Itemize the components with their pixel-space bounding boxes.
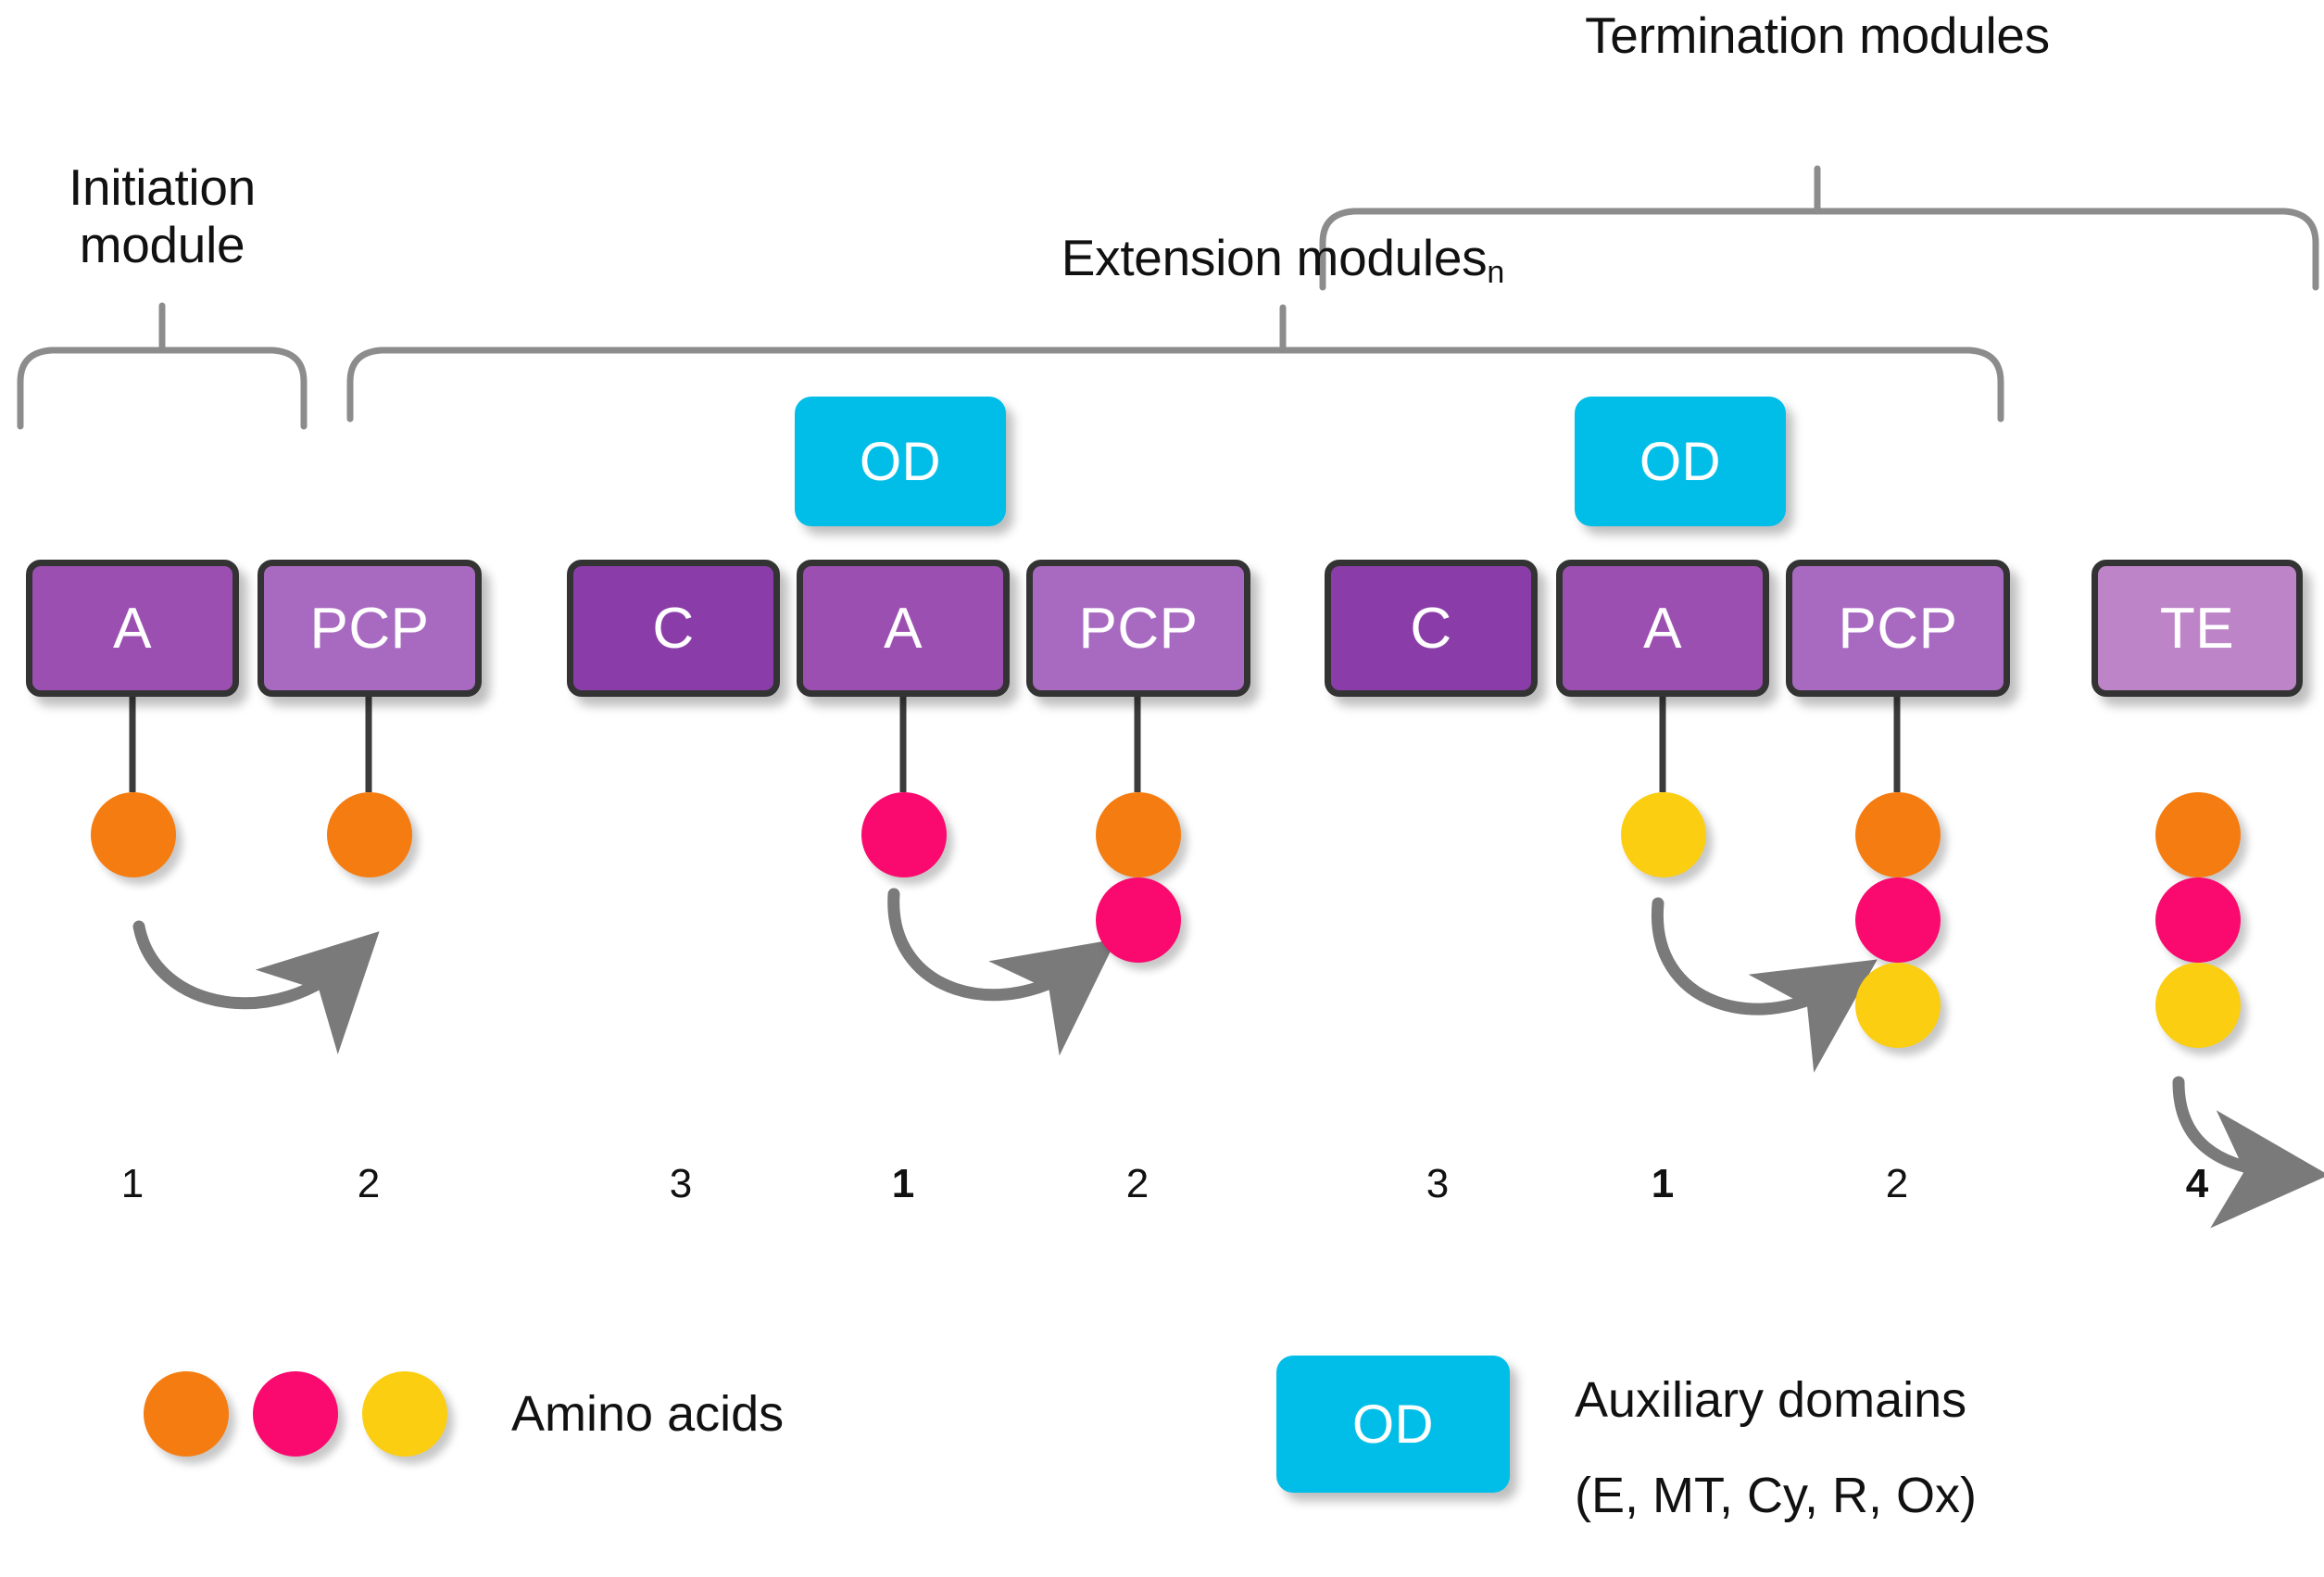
amino-acid-circle (1621, 792, 1706, 877)
domain-box-od-2[interactable]: OD (1575, 397, 1786, 526)
position-number: 3 (1426, 1161, 1450, 1206)
amino-acid-circle (1096, 792, 1181, 877)
domain-box-a-2[interactable]: A (797, 560, 1010, 697)
position-number: 1 (1651, 1161, 1675, 1206)
legend-label-auxiliary-line1: Auxiliary domains (1575, 1372, 1967, 1428)
transfer-arrow-3 (1651, 897, 1878, 1073)
transfer-arrow-1 (132, 920, 380, 1054)
domain-box-te[interactable]: TE (2092, 560, 2303, 697)
domain-box-od-1[interactable]: OD (795, 397, 1006, 526)
domain-box-a-3[interactable]: A (1556, 560, 1769, 697)
legend-label-auxiliary-line2: (E, MT, Cy, R, Ox) (1575, 1468, 1977, 1523)
amino-acid-circle (1855, 963, 1941, 1048)
domain-box-pcp-1[interactable]: PCP (258, 560, 482, 697)
bracket-label-termination: Termination modules (1585, 6, 2050, 64)
bracket-label-initiation: Initiation module (69, 158, 256, 273)
position-number: 2 (1885, 1161, 1909, 1206)
domain-box-c-2[interactable]: C (567, 560, 780, 697)
legend-swatch-yellow (362, 1371, 447, 1457)
position-number: 2 (357, 1161, 381, 1206)
amino-acid-circle (2155, 963, 2241, 1048)
transfer-arrow-2 (887, 888, 1117, 1056)
domain-box-a-1[interactable]: A (26, 560, 239, 697)
domain-box-pcp-3[interactable]: PCP (1786, 560, 2010, 697)
amino-acid-circle (327, 792, 412, 877)
bracket-label-extension-text: Extension modules (1061, 229, 1488, 286)
position-number: 1 (120, 1161, 144, 1206)
position-number: 3 (669, 1161, 693, 1206)
tether-stems (129, 697, 1901, 792)
amino-acid-circle (1855, 877, 1941, 963)
amino-acid-circle (1096, 877, 1181, 963)
amino-acid-circle (91, 792, 176, 877)
amino-acid-circle (2155, 877, 2241, 963)
bracket-initiation (17, 302, 308, 430)
amino-acid-circle (2155, 792, 2241, 877)
transfer-arrows (132, 888, 2324, 1229)
domain-box-c-3[interactable]: C (1325, 560, 1538, 697)
position-number: 4 (2185, 1161, 2209, 1206)
position-number: 2 (1125, 1161, 1149, 1206)
position-number: 1 (891, 1161, 915, 1206)
release-arrow (2172, 1076, 2324, 1229)
legend-od-box: OD (1276, 1356, 1510, 1493)
amino-acid-circle (1855, 792, 1941, 877)
legend-swatch-orange (144, 1371, 229, 1457)
amino-acid-circle (861, 792, 947, 877)
legend-label-amino-acids: Amino acids (511, 1386, 785, 1442)
legend-swatch-magenta (253, 1371, 338, 1457)
bracket-label-extension-subscript: n (1487, 255, 1505, 290)
domain-box-pcp-2[interactable]: PCP (1026, 560, 1250, 697)
bracket-label-extension: Extension modulesn (977, 229, 1589, 290)
